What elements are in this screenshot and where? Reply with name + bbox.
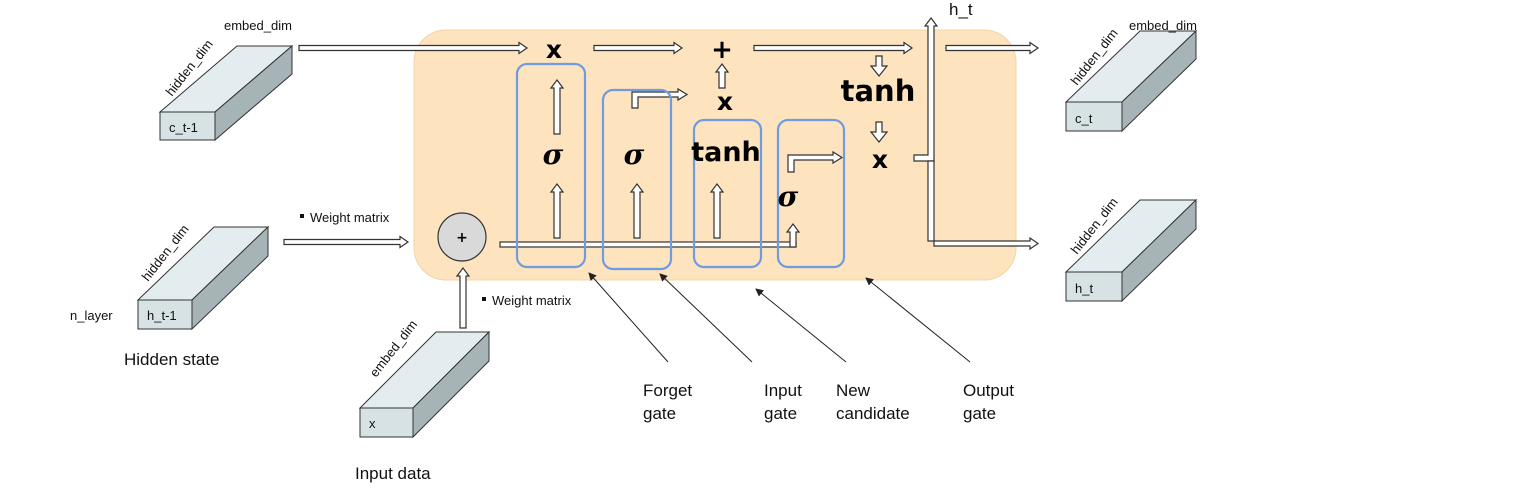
tensor-h-out-label: h_t	[1075, 281, 1093, 296]
tensor-c-prev-label: c_t-1	[169, 120, 198, 135]
cell-add-symbol: +	[711, 35, 733, 65]
tensor-x-label: x	[369, 416, 376, 431]
arrow-bus-to-output-gate	[785, 223, 801, 248]
arrow-c-prev-to-forget-mul	[298, 41, 529, 55]
forget-gate-pointer	[588, 272, 669, 363]
weight-hidden-bullet	[300, 214, 304, 218]
tensor-h-prev-dim-left: n_layer	[70, 308, 113, 323]
weight-matrix-input-label: Weight matrix	[492, 293, 572, 308]
h-out-branch	[913, 17, 939, 162]
output-mul-symbol: x	[872, 145, 888, 174]
forget-gate-label-line1: Forget	[643, 381, 692, 400]
arrow-tanh-to-output-mul	[869, 121, 889, 143]
input-data-caption: Input data	[355, 464, 431, 483]
input-gate-label-line1: Input	[764, 381, 802, 400]
weight-input-bullet	[482, 297, 486, 301]
candidate-label-line2: candidate	[836, 404, 910, 423]
cell-tanh-symbol: tanh	[841, 74, 916, 108]
lstm-cell-background	[413, 29, 1017, 281]
arrow-to-h-out	[933, 236, 1040, 251]
output-gate-label-line2: gate	[963, 404, 996, 423]
tensor-h-out: h_t hidden_dim	[1064, 195, 1198, 303]
arrow-input-gate-to-mul	[631, 87, 689, 109]
candidate-gate-box	[692, 118, 763, 269]
arrow-add-to-cell-out	[753, 41, 914, 55]
candidate-tanh: tanh	[691, 137, 761, 168]
input-gate-sigma: σ	[624, 138, 645, 171]
arrow-cell-to-tanh	[869, 55, 889, 77]
forget-mul-symbol: x	[546, 35, 562, 64]
forget-gate-sigma: σ	[543, 138, 564, 171]
arrow-h-prev-to-sum	[283, 235, 410, 249]
input-mul-symbol: x	[717, 87, 733, 116]
candidate-pointer	[755, 288, 847, 363]
tensor-h-prev-label: h_t-1	[147, 308, 177, 323]
arrow-bus-to-candidate	[709, 183, 725, 239]
forget-gate-box	[515, 62, 587, 269]
output-gate-label-line1: Output	[963, 381, 1014, 400]
hidden-state-caption: Hidden state	[124, 350, 219, 369]
tensor-x: x embed_dim Input data	[355, 317, 491, 483]
output-gate-box	[776, 118, 846, 269]
arrow-bus-to-input-gate	[629, 183, 645, 239]
weight-matrix-hidden-label: Weight matrix	[310, 210, 390, 225]
arrow-to-c-out	[945, 41, 1040, 55]
arrow-bus-to-forget-gate	[549, 183, 565, 239]
h-out-down-branch	[927, 160, 935, 242]
arrow-input-mul-to-add	[714, 63, 730, 89]
sum-node	[437, 212, 487, 262]
candidate-label-line1: New	[836, 381, 871, 400]
tensor-c-prev-dim-top: embed_dim	[224, 18, 292, 33]
arrow-x-to-sum	[455, 267, 471, 329]
arrow-forget-gate-to-mul	[549, 79, 565, 135]
arrow-forget-mul-to-add	[593, 41, 684, 55]
tensor-c-out-dim-top: embed_dim	[1129, 18, 1197, 33]
input-gate-pointer	[659, 273, 753, 363]
tensor-c-prev: c_t-1 embed_dim hidden_dim	[158, 18, 294, 142]
tensor-h-prev: h_t-1 hidden_dim n_layer Hidden state	[70, 222, 270, 369]
arrow-output-gate-to-mul	[787, 150, 844, 173]
tensor-c-out: c_t embed_dim hidden_dim	[1064, 18, 1198, 133]
output-gate-sigma: σ	[778, 180, 799, 213]
input-gate-box	[601, 88, 673, 271]
input-gate-label-line2: gate	[764, 404, 797, 423]
tensor-c-out-label: c_t	[1075, 111, 1093, 126]
output-gate-pointer	[865, 277, 971, 363]
h-t-top-label: h_t	[949, 0, 973, 19]
forget-gate-label-line2: gate	[643, 404, 676, 423]
gate-input-bus	[499, 241, 797, 248]
sum-node-symbol: +	[456, 230, 468, 246]
